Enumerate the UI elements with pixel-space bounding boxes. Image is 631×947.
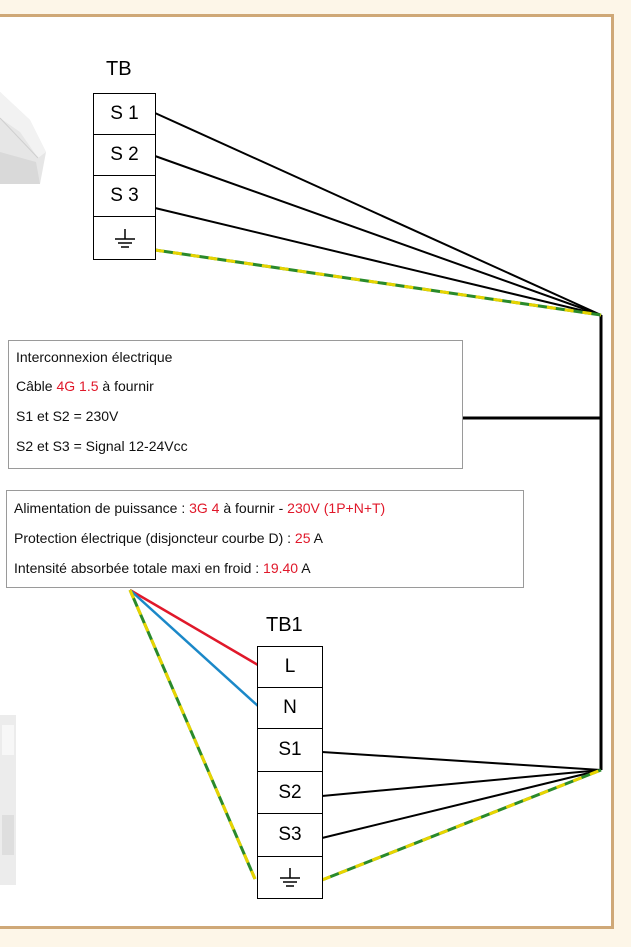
- wire-tb1-s1: [321, 751, 602, 771]
- wire-tb1-s3: [321, 769, 602, 839]
- tb1-terminal-ground: [257, 856, 323, 899]
- tb1-terminal-s3: S3: [257, 813, 323, 857]
- alimentation-line: Alimentation de puissance : 3G 4 à fourn…: [14, 500, 386, 516]
- wire-tb-s3: [154, 207, 602, 316]
- tb1-title: TB1: [266, 614, 303, 636]
- wire-tb-s1: [154, 112, 602, 316]
- tb-terminal-s3: S 3: [93, 175, 156, 217]
- wire-tb1-s2: [321, 769, 602, 797]
- tb1-terminal-s1: S1: [257, 728, 323, 772]
- tb1-terminal-l: L: [257, 646, 323, 688]
- ground-icon: [280, 868, 300, 887]
- indoor-unit-image: [0, 715, 16, 885]
- tb-title: TB: [106, 58, 132, 80]
- interconnexion-note: Interconnexion électrique Câble 4G 1.5 à…: [8, 340, 463, 469]
- tb1-terminal-n: N: [257, 687, 323, 729]
- wire-neutral: [129, 589, 259, 707]
- alimentation-note: Alimentation de puissance : 3G 4 à fourn…: [6, 490, 524, 588]
- wire-tb-s2: [154, 155, 602, 316]
- tb-terminal-s2: S 2: [93, 134, 156, 176]
- wire-power-ground: [128, 589, 257, 880]
- s2-s3-line: S2 et S3 = Signal 12-24Vcc: [16, 438, 188, 454]
- ground-icon: [115, 229, 135, 248]
- outdoor-unit-image: [0, 92, 46, 184]
- s1-s2-line: S1 et S2 = 230V: [16, 408, 119, 424]
- wire-phase: [129, 588, 259, 667]
- protection-line: Protection électrique (disjoncteur courb…: [14, 530, 323, 546]
- intensite-line: Intensité absorbée totale maxi en froid …: [14, 560, 311, 576]
- cable-spec: 4G 1.5: [56, 378, 99, 394]
- tb1-terminal-s2: S2: [257, 771, 323, 814]
- tb-terminal-ground: [93, 216, 156, 260]
- cable-line: Câble 4G 1.5 à fournir: [16, 378, 154, 394]
- tb-terminal-s1: S 1: [93, 93, 156, 135]
- interconnexion-title: Interconnexion électrique: [16, 349, 173, 365]
